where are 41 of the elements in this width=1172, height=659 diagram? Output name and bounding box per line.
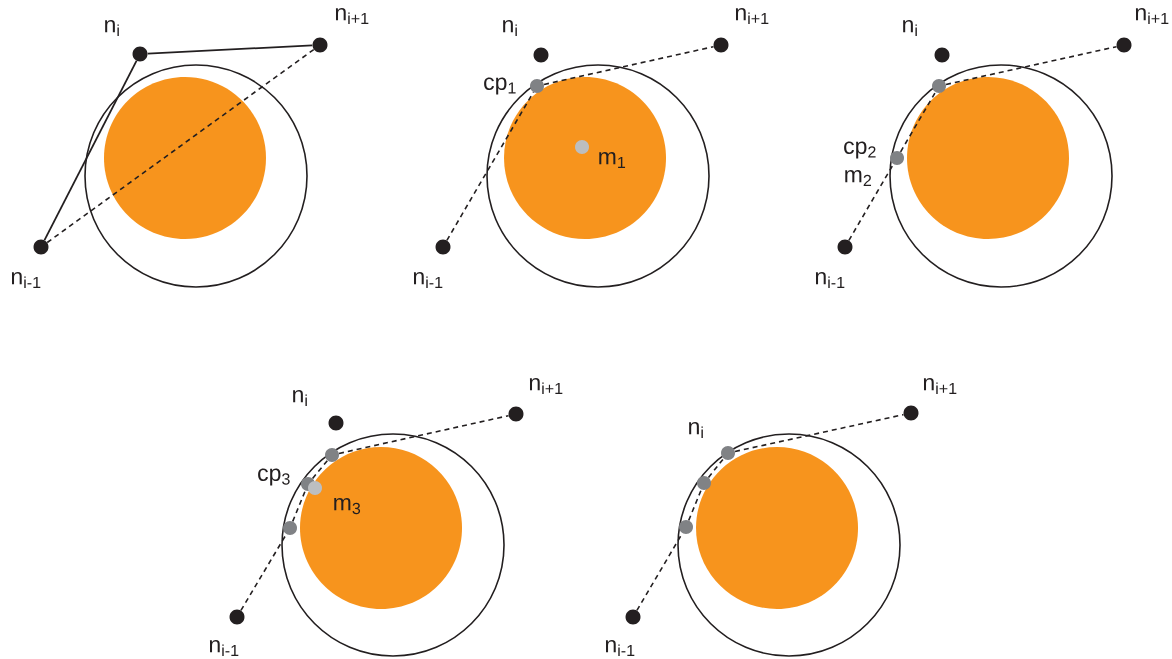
point-label: n$_{i}$ (105, 19, 119, 37)
dashed-line (291, 489, 307, 523)
point-label: n$_{i-1}$ (11, 271, 41, 289)
point-label: m$_{3}$ (334, 497, 361, 515)
point-label: n$_{i-1}$ (605, 639, 635, 657)
point-label: cp$_{1}$ (484, 77, 516, 95)
point-label: n$_{i}$ (689, 421, 703, 439)
dashed-line (707, 457, 725, 479)
dashed-line (311, 459, 329, 480)
point-label: n$_{i-1}$ (815, 271, 845, 289)
point-label: n$_{i+1}$ (529, 377, 563, 395)
point-label: m$_{1}$ (599, 151, 626, 169)
dashed-line (543, 45, 715, 86)
point-label: n$_{i}$ (293, 389, 307, 407)
dashed-line (240, 533, 288, 612)
point-label: n$_{i+1}$ (1135, 7, 1169, 25)
point-dot (283, 521, 297, 535)
point-label: n$_{i+1}$ (735, 7, 769, 25)
dashed-line (899, 91, 937, 153)
dashed-line (734, 413, 905, 453)
dashed-line (687, 488, 703, 522)
point-label: n$_{i-1}$ (209, 639, 239, 657)
line (43, 59, 138, 242)
point-label: n$_{i+1}$ (923, 377, 957, 395)
point-label: n$_{i-1}$ (413, 271, 443, 289)
dashed-line (46, 48, 315, 244)
point-label: cp$_{3}$ (258, 468, 290, 486)
point-dot (697, 476, 711, 490)
point-label: n$_{i}$ (903, 19, 917, 37)
point-dot (325, 448, 339, 462)
point-dot (932, 79, 946, 93)
dashed-line (338, 414, 510, 455)
point-label: cp$_{2}$ (844, 141, 876, 159)
point-dot (679, 520, 693, 534)
dashed-line (945, 45, 1118, 86)
line (146, 44, 314, 55)
point-label: m$_{2}$ (845, 169, 871, 187)
point-label: n$_{i}$ (503, 19, 517, 37)
dashed-line (446, 91, 535, 242)
point-label: n$_{i+1}$ (335, 7, 369, 25)
dashed-line (848, 163, 895, 242)
